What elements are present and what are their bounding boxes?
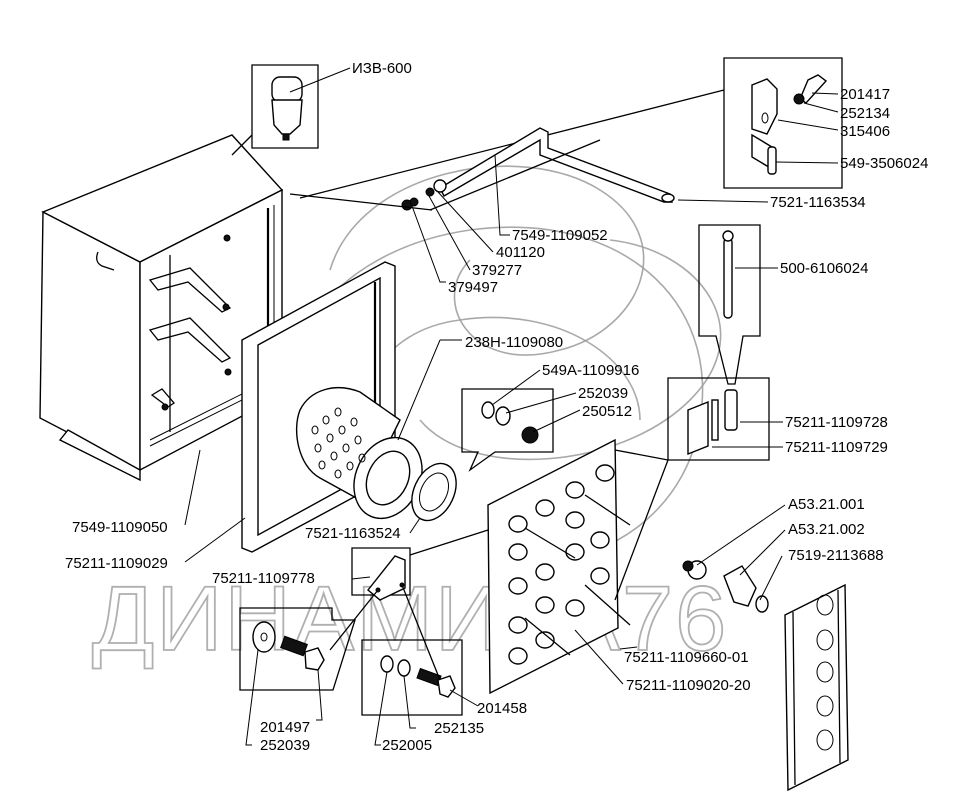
pipe-assembly [289,127,675,211]
label-7549-1109050: 7549-1109050 [72,519,168,536]
bolt-inset-center [361,639,463,716]
label-238h-1109080: 238Н-1109080 [465,334,563,351]
label-75211-1109020-20: 75211-1109020-20 [626,677,751,694]
pin-inset [698,224,761,385]
label-75211-1109029: 75211-1109029 [65,555,168,572]
label-75211-1109728: 75211-1109728 [785,414,888,431]
label-75211-1109660-01: 75211-1109660-01 [624,649,749,666]
label-252039-top: 252039 [578,385,628,402]
filter-cylinder [295,387,457,522]
label-201458: 201458 [477,700,527,717]
label-7519-2113688: 7519-2113688 [788,547,884,564]
fan-plate [487,438,669,695]
label-549a-1109916: 549А-1109916 [542,362,639,379]
label-izv-600: ИЗВ-600 [352,60,412,77]
part-labels: ИЗВ-600 201417 252134 315406 549-3506024… [65,60,928,754]
label-252005: 252005 [382,737,432,754]
label-315406: 315406 [840,123,890,140]
label-201417: 201417 [840,86,890,103]
label-a53-21-001: А53.21.001 [788,496,865,513]
nozzle-assembly [682,560,769,613]
hinge-bracket-inset [667,377,770,461]
label-252039-bottom: 252039 [260,737,310,754]
label-75211-1109778: 75211-1109778 [212,570,315,587]
label-549-3506024: 549-3506024 [840,155,928,172]
label-252134: 252134 [840,105,890,122]
label-201497: 201497 [260,719,310,736]
leader-lines [184,67,839,746]
label-7549-1109052: 7549-1109052 [512,227,608,244]
label-a53-21-002: А53.21.002 [788,521,865,538]
label-75211-1109729: 75211-1109729 [785,439,888,456]
label-500-6106024: 500-6106024 [780,260,868,277]
label-379497: 379497 [448,279,498,296]
small-plate [329,529,489,681]
channel-plate [784,583,849,792]
label-379277: 379277 [472,262,522,279]
izv600-inset [231,64,319,156]
label-250512: 250512 [582,403,632,420]
bolt-inset-left [239,607,356,691]
label-252135: 252135 [434,720,484,737]
label-7521-1163534: 7521-1163534 [770,194,866,211]
label-7521-1163524: 7521-1163524 [305,525,401,542]
label-401120: 401120 [496,244,545,261]
